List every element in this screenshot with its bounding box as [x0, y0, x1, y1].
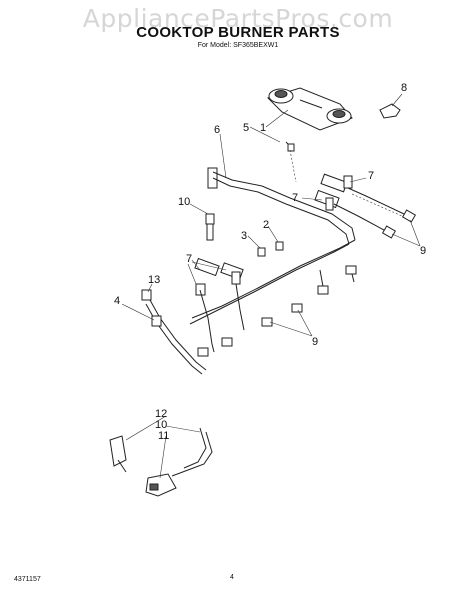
page-number: 4 — [230, 574, 234, 581]
model-subtitle: For Model: SF365BEXW1 — [197, 42, 279, 49]
orifice-right — [333, 187, 417, 239]
callout-7-rear: 7 — [368, 170, 374, 182]
fitting-part-13 — [141, 289, 152, 301]
callout-10-lower: 10 — [155, 419, 167, 431]
fitting-part-2 — [275, 241, 284, 251]
callout-10-upper: 10 — [178, 196, 190, 208]
callout-4: 4 — [114, 295, 120, 307]
gas-valve-right-rear — [320, 173, 353, 193]
gas-valve-right — [314, 189, 340, 211]
watermark: AppliancePartsPros.com — [82, 4, 394, 33]
burner-base-assembly — [267, 87, 353, 131]
callout-1: 1 — [260, 122, 266, 134]
spark-electrode — [285, 141, 295, 152]
gas-manifold — [189, 167, 356, 325]
callout-8: 8 — [401, 82, 407, 94]
callout-7-mid: 7 — [292, 192, 298, 204]
bracket-part — [379, 103, 401, 119]
callout-9-front: 9 — [312, 336, 318, 348]
orifice-spud — [205, 213, 215, 241]
callout-6: 6 — [214, 124, 220, 136]
burner-tubes — [145, 265, 357, 375]
callout-2: 2 — [263, 219, 269, 231]
fitting-part-3 — [257, 247, 266, 257]
callout-7-front: 7 — [186, 253, 192, 265]
document-number: 4371157 — [14, 576, 41, 583]
callout-13: 13 — [148, 274, 160, 286]
page-title: COOKTOP BURNER PARTS — [136, 24, 340, 41]
callout-5: 5 — [243, 122, 249, 134]
callout-11: 11 — [158, 430, 169, 442]
gas-valve-front-left — [194, 257, 244, 296]
callout-12: 12 — [155, 408, 167, 420]
callout-3: 3 — [241, 230, 247, 242]
spark-module-assembly — [109, 427, 213, 497]
fitting-part-4 — [151, 315, 162, 327]
callout-9-right: 9 — [420, 245, 426, 257]
